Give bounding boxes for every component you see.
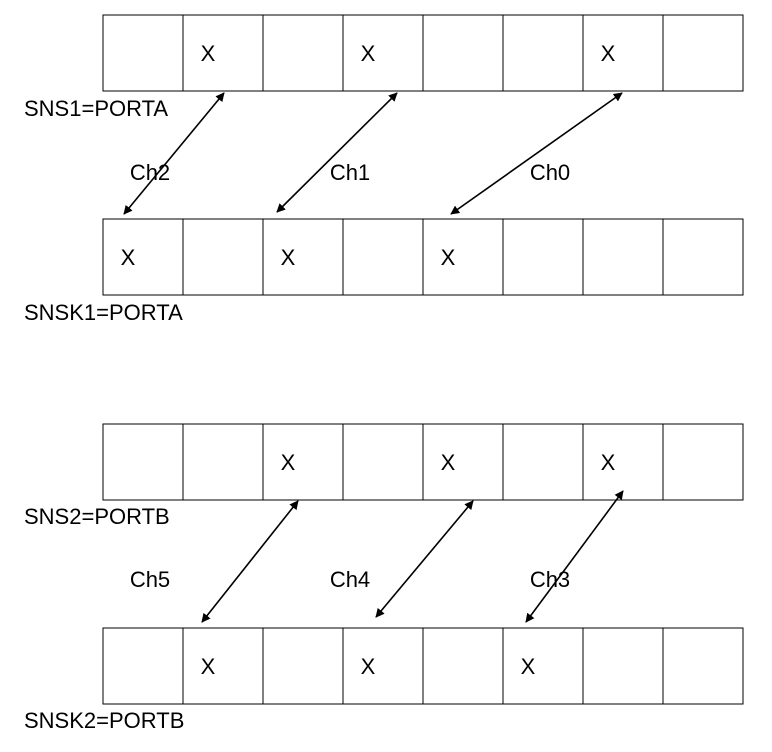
bit-selected-mark: X [601,41,616,66]
register-bit-cell [582,423,664,501]
register-bit-cell [342,423,424,501]
register-bit-cell [182,627,264,705]
bit-selected-mark: X [121,245,136,270]
bit-selected-mark: X [361,654,376,679]
sensor-key-register-row: X X X SNSK1=PORTA [24,218,744,325]
register-bit-cell [342,14,424,92]
register-bit-cell [102,627,184,705]
bit-selected-mark: X [201,41,216,66]
channel-label: Ch0 [530,160,570,185]
register-bit-cell [502,218,584,296]
channel-arrow [450,92,623,215]
register-bit-cell [422,423,504,501]
bit-selected-mark: X [281,450,296,475]
bit-selected-mark: X [201,654,216,679]
register-bit-cell [582,218,664,296]
channel-label: Ch2 [130,160,170,185]
register-bit-cell [262,14,344,92]
register-bit-cell [662,627,744,705]
register-bit-cell [102,218,184,296]
channel-arrow [201,500,299,623]
register-bit-cell [502,627,584,705]
register-bit-cell [422,627,504,705]
register-bit-cell [182,218,264,296]
bit-selected-mark: X [601,450,616,475]
register-label: SNS2=PORTB [24,504,170,529]
bit-selected-mark: X [441,245,456,270]
bit-selected-mark: X [361,41,376,66]
channel-arrow [375,500,474,618]
channel-label: Ch1 [330,160,370,185]
register-bit-cell [662,14,744,92]
sense-register-row: X X X SNS1=PORTA [24,14,744,121]
register-bit-cell [262,218,344,296]
register-label: SNSK2=PORTB [24,708,184,733]
channel-label: Ch4 [330,567,370,592]
register-bit-cell [342,218,424,296]
register-bit-cell [422,218,504,296]
register-bit-cell [662,218,744,296]
channel-label: Ch5 [130,567,170,592]
channel-arrow [525,490,624,623]
register-bit-cell [262,627,344,705]
bit-selected-mark: X [281,245,296,270]
register-bit-cell [422,14,504,92]
register-bit-cell [182,423,264,501]
register-bit-cell [582,14,664,92]
register-label: SNS1=PORTA [24,96,168,121]
register-bit-cell [342,627,424,705]
sensor-key-register-row: X X X SNSK2=PORTB [24,627,744,733]
bit-selected-mark: X [441,450,456,475]
register-bit-cell [102,14,184,92]
channel-arrow [276,92,398,213]
register-bit-cell [502,423,584,501]
register-bit-cell [662,423,744,501]
register-bit-cell [102,423,184,501]
bit-selected-mark: X [521,654,536,679]
register-bit-cell [262,423,344,501]
sense-register-row: X X X SNS2=PORTB [24,423,744,529]
register-bit-cell [582,627,664,705]
register-bit-cell [502,14,584,92]
channel-arrow [123,92,225,215]
register-bit-cell [182,14,264,92]
channel-label: Ch3 [530,567,570,592]
register-label: SNSK1=PORTA [24,300,183,325]
